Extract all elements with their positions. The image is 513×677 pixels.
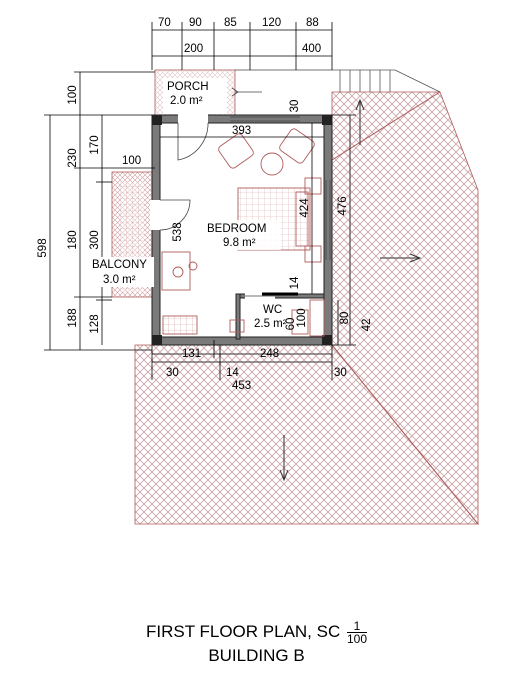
dim-door-538: 538 <box>172 222 184 241</box>
stair-steps <box>332 69 441 93</box>
dim-left-598: 598 <box>37 238 49 257</box>
scale-denominator: 100 <box>346 632 368 646</box>
dim-bedroom-424: 424 <box>299 198 311 218</box>
wall-wc-left <box>235 293 241 340</box>
porch-label: PORCH <box>167 81 209 93</box>
dim-wc-60: 60 <box>285 318 297 331</box>
dim-bottom-248: 248 <box>260 348 279 360</box>
roof-ridge <box>331 344 479 525</box>
plan-title-line1: FIRST FLOOR PLAN, SC 1 100 <box>0 620 513 645</box>
bed-pillow <box>295 191 309 247</box>
wardrobe <box>162 315 198 335</box>
wc-sink <box>229 319 245 333</box>
dim-top-70: 70 <box>158 17 171 29</box>
dim-balcony-100: 100 <box>122 155 141 167</box>
dim-wc-80: 80 <box>339 312 351 325</box>
dim-bedroom-393: 393 <box>232 125 251 137</box>
wc-label: WC <box>263 304 282 316</box>
nightstand-bottom <box>304 245 322 263</box>
wall-corners <box>152 115 332 345</box>
balcony-area: 3.0 m² <box>103 274 136 286</box>
dim-bottom-30-right: 30 <box>334 367 347 379</box>
wall-right <box>323 114 333 346</box>
balcony-label: BALCONY <box>92 259 147 271</box>
dim-wc-100: 100 <box>296 308 308 327</box>
dim-top-88: 88 <box>306 17 319 29</box>
plan-title-text: FIRST FLOOR PLAN, SC <box>145 621 341 641</box>
dim-left-170: 170 <box>89 135 101 154</box>
dim-left-128: 128 <box>89 314 101 333</box>
wc-area: 2.5 m² <box>254 318 287 330</box>
slope-arrow-up <box>355 98 365 145</box>
bedroom-label: BEDROOM <box>207 223 266 235</box>
scale-fraction: 1 100 <box>346 620 368 646</box>
windows <box>230 116 331 260</box>
doors <box>150 114 275 300</box>
dim-top-90: 90 <box>189 17 202 29</box>
wc-toilet <box>291 309 309 335</box>
floor-plan-drawing: 70 90 85 120 88 200 400 598 100 230 180 … <box>37 17 479 526</box>
armchair-right <box>279 128 315 164</box>
dim-left-180: 180 <box>67 230 79 249</box>
dim-left-300: 300 <box>89 230 101 249</box>
nightstand-top <box>304 177 322 195</box>
scale-numerator: 1 <box>346 620 368 633</box>
bedroom-area: 9.8 m² <box>223 237 256 249</box>
dim-right-476: 476 <box>337 196 349 215</box>
dim-top-85: 85 <box>224 17 237 29</box>
dim-left-188: 188 <box>67 308 79 327</box>
dim-bottom-453: 453 <box>232 380 251 392</box>
slope-arrow-right <box>380 253 422 263</box>
wall-bottom <box>151 336 333 346</box>
dim-left-230: 230 <box>67 148 79 167</box>
dimension-lines <box>44 22 356 380</box>
dim-top-400: 400 <box>302 43 321 55</box>
room-labels: PORCH 2.0 m² BEDROOM 9.8 m² BALCONY 3.0 … <box>92 79 287 330</box>
slope-arrow-down <box>279 435 289 482</box>
porch-area: 2.0 m² <box>170 95 203 107</box>
dim-porch-30: 30 <box>289 100 301 113</box>
dim-bottom-30-left: 30 <box>166 367 179 379</box>
dim-left-100: 100 <box>67 85 79 104</box>
coffee-table <box>260 152 284 176</box>
dimension-labels: 70 90 85 120 88 200 400 598 100 230 180 … <box>37 17 373 392</box>
dim-top-120: 120 <box>262 17 281 29</box>
dim-bottom-131: 131 <box>182 348 201 360</box>
armchair-left <box>218 133 254 169</box>
desk-chair <box>172 266 184 278</box>
plan-title: FIRST FLOOR PLAN, SC 1 100 BUILDING B <box>0 620 513 667</box>
dim-top-200: 200 <box>184 43 203 55</box>
dim-wc-42: 42 <box>361 319 373 332</box>
wc-shower <box>309 299 325 337</box>
plan-title-line2: BUILDING B <box>208 646 305 665</box>
dim-bottom-14: 14 <box>226 367 239 379</box>
roof <box>134 69 479 526</box>
door-swing-balcony <box>159 199 191 231</box>
dim-wc-14: 14 <box>289 276 301 289</box>
desk <box>161 251 191 291</box>
door-swing-top <box>177 122 209 161</box>
